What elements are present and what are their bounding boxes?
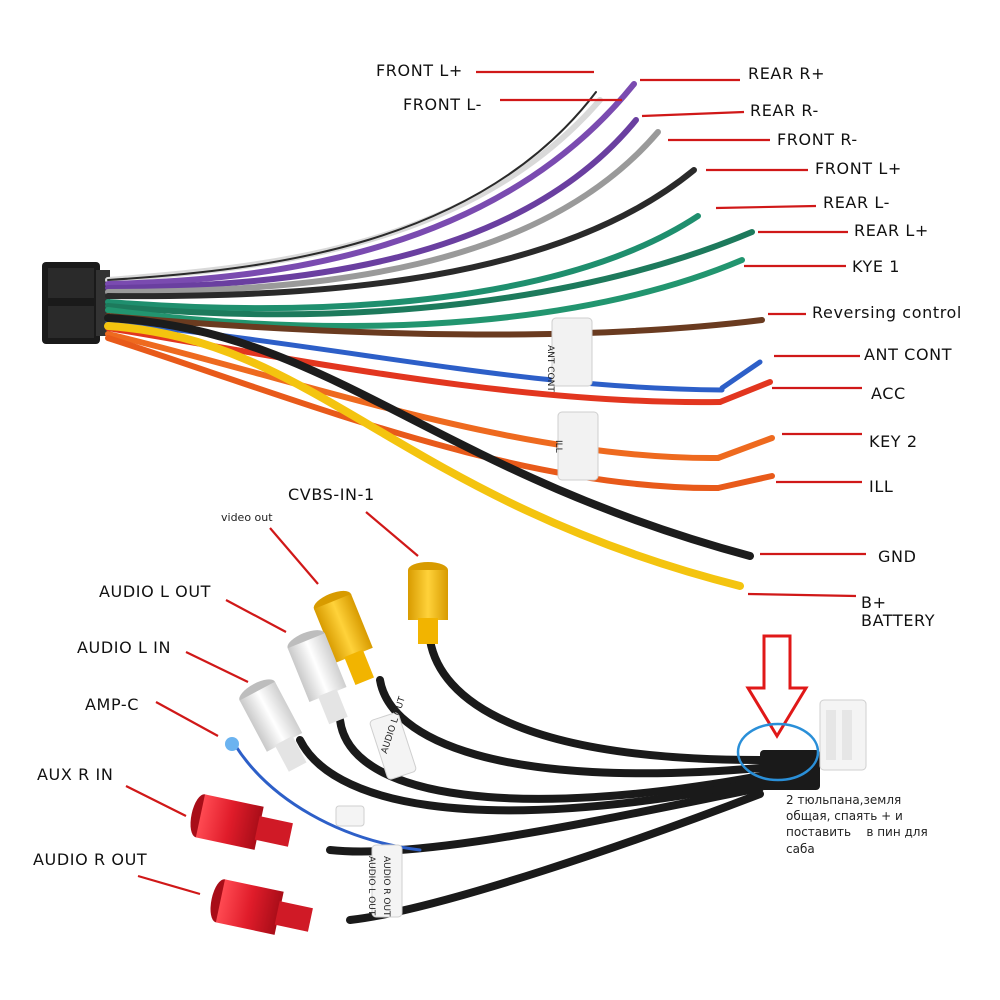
label-audio-l-out: AUDIO L OUT xyxy=(99,582,212,601)
label-ant-cont: ANT CONT xyxy=(864,345,953,364)
sleeve-ant-cont: ANT CONT xyxy=(545,345,555,392)
wire-grey-black xyxy=(105,167,697,300)
label-amp-c: AMP-C xyxy=(85,695,139,714)
label-front-r-minus: FRONT R- xyxy=(777,130,858,149)
rca-aux-r-in xyxy=(190,794,293,850)
label-ill: ILL xyxy=(869,477,894,496)
label-acc: ACC xyxy=(871,384,906,403)
wire-brown xyxy=(105,313,765,338)
amp-c-terminal xyxy=(225,737,239,751)
wire-green-black xyxy=(105,229,755,318)
label-gnd: GND xyxy=(878,547,917,566)
note-line-3: поставить в пин для xyxy=(786,825,928,840)
wire-white-black-stripe xyxy=(107,91,597,281)
upper-wires xyxy=(104,81,775,590)
upper-leader-lines xyxy=(476,70,866,598)
highlight-circle xyxy=(736,722,820,782)
label-audio-r-out: AUDIO R OUT xyxy=(33,850,148,869)
label-rear-l-minus: REAR L- xyxy=(823,193,890,212)
label-rear-l-plus: REAR L+ xyxy=(854,221,929,240)
label-video-out: video out xyxy=(221,511,273,524)
wire-orange-3 xyxy=(105,335,721,492)
wire-orange-4 xyxy=(715,473,775,491)
label-cvbs-in-1: CVBS-IN-1 xyxy=(288,485,375,504)
note-line-2: общая, спаять + и xyxy=(786,809,903,824)
down-arrow-annotation xyxy=(745,634,809,739)
wire-orange-2 xyxy=(715,435,775,461)
note-line-1: 2 тюльпана,земля xyxy=(786,793,902,807)
rca-audio-l-out xyxy=(287,630,348,725)
wire-yellow-bplus xyxy=(104,322,744,590)
upper-sleeves xyxy=(551,317,599,481)
rca-cvbs-in-1 xyxy=(408,562,448,644)
label-front-l-plus: FRONT L+ xyxy=(815,159,902,178)
label-front-l-minus: FRONT L- xyxy=(403,95,482,114)
label-key-2: KEY 2 xyxy=(869,432,918,451)
sleeve-ill: ILL xyxy=(553,440,563,453)
wire-blue-white xyxy=(719,359,763,391)
rca-audio-r-out xyxy=(210,879,313,935)
label-battery: BATTERY xyxy=(861,611,936,630)
iso-connector-plug xyxy=(42,262,110,344)
label-front-l-plus-top: FRONT L+ xyxy=(376,61,463,80)
wire-grey xyxy=(105,129,661,295)
label-kye-1: KYE 1 xyxy=(852,257,901,276)
lower-sleeves xyxy=(335,712,417,918)
wire-green xyxy=(105,213,701,312)
label-aux-r-in: AUX R IN xyxy=(37,765,114,784)
wire-purple xyxy=(105,81,637,287)
label-rear-r-minus: REAR R- xyxy=(750,101,819,120)
rca-audio-l-in xyxy=(239,679,307,772)
sleeve-audio-r-out: AUDIO R OUT xyxy=(381,856,391,917)
rca-video-out xyxy=(313,590,374,685)
wire-purple-black xyxy=(105,117,639,291)
note-line-4: саба xyxy=(786,841,815,856)
wire-red-2 xyxy=(717,379,773,405)
label-rear-r-plus: REAR R+ xyxy=(748,64,826,83)
sleeve-audio-l-out-2: AUDIO L OUT xyxy=(366,856,376,916)
label-b-plus: B+ xyxy=(861,593,887,612)
installer-note: 2 тюльпана,земля общая, спаять + и поста… xyxy=(786,792,936,857)
wire-black-gnd xyxy=(104,314,754,560)
lower-leader-lines xyxy=(125,511,419,896)
label-reversing-control: Reversing control xyxy=(812,303,962,322)
wire-orange xyxy=(105,331,721,462)
label-audio-l-in: AUDIO L IN xyxy=(77,638,172,657)
wire-green-2 xyxy=(105,257,745,329)
white-multipin-connector xyxy=(760,699,867,790)
